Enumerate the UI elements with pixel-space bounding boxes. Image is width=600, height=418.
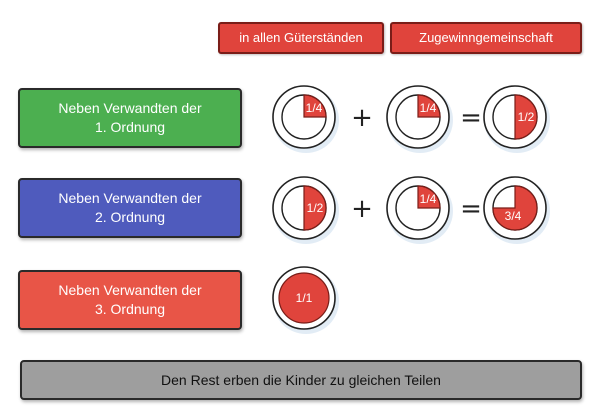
row-1-bonus-circle: 1/4 xyxy=(386,85,453,153)
row-1-bonus-circle-wedge xyxy=(417,94,441,118)
row-3-share-circle-full-disc xyxy=(278,272,330,324)
row-second-order-line1: Neben Verwandten der xyxy=(58,190,202,206)
row-2-plus-sign: + xyxy=(351,194,373,224)
row-2-share-circle-label: 1/2 xyxy=(307,201,324,215)
row-1-total-circle-label: 1/2 xyxy=(518,110,535,124)
row-2-bonus-circle-label: 1/4 xyxy=(420,192,437,206)
row-3-share-circle: 1/1 xyxy=(272,266,339,334)
header-all-regimes: in allen Güterständen xyxy=(218,22,384,54)
row-3-share-circle-label: 1/1 xyxy=(296,291,313,305)
row-2-share-circle: 1/2 xyxy=(272,176,339,244)
row-2-equals-sign: = xyxy=(460,194,482,224)
row-third-order-line1: Neben Verwandten der xyxy=(58,282,202,298)
row-second-order-line2: 2. Ordnung xyxy=(94,209,166,225)
row-1-share-circle-wedge xyxy=(303,94,327,118)
header-zugewinn: Zugewinngemeinschaft xyxy=(390,22,582,54)
row-first-order-line2: 1. Ordnung xyxy=(94,119,166,135)
row-1-share-circle: 1/4 xyxy=(272,85,339,153)
row-1-plus-sign: + xyxy=(351,103,373,133)
row-first-order: Neben Verwandten der 1. Ordnung xyxy=(18,88,242,148)
row-2-share-circle-wedge xyxy=(303,185,327,231)
row-1-equals-sign: = xyxy=(460,103,482,133)
row-third-order: Neben Verwandten der 3. Ordnung xyxy=(18,270,242,330)
row-2-total-circle: 3/4 xyxy=(483,176,550,244)
row-1-bonus-circle-label: 1/4 xyxy=(420,101,437,115)
row-2-total-circle-wedge xyxy=(492,185,538,231)
row-2-bonus-circle-wedge xyxy=(417,185,441,209)
row-1-total-circle: 1/2 xyxy=(483,85,550,153)
footer-note: Den Rest erben die Kinder zu gleichen Te… xyxy=(20,360,582,400)
row-1-share-circle-label: 1/4 xyxy=(306,101,323,115)
row-2-total-circle-label: 3/4 xyxy=(505,209,522,223)
row-third-order-line2: 3. Ordnung xyxy=(94,301,166,317)
row-first-order-line1: Neben Verwandten der xyxy=(58,100,202,116)
row-1-total-circle-wedge xyxy=(514,94,538,140)
row-second-order: Neben Verwandten der 2. Ordnung xyxy=(18,178,242,238)
row-2-bonus-circle: 1/4 xyxy=(386,176,453,244)
